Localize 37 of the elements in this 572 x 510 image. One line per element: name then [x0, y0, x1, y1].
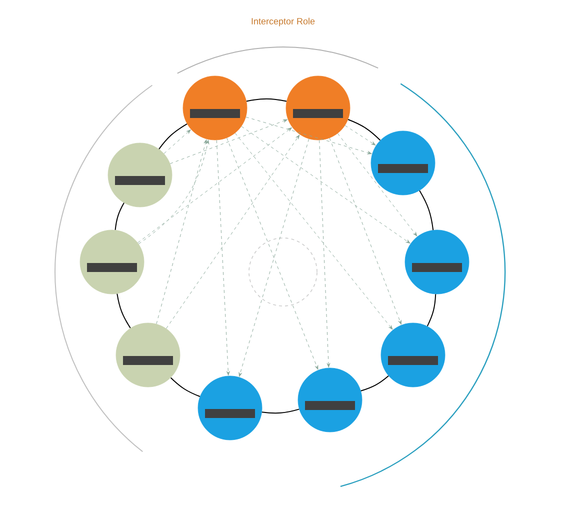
arrow: [170, 119, 288, 164]
arrow: [337, 133, 418, 236]
ring-line: [426, 294, 436, 327]
arrow: [166, 134, 300, 329]
arrow: [234, 132, 393, 330]
ring-line: [360, 375, 389, 392]
role-circle: [198, 376, 262, 440]
arrow: [156, 140, 207, 324]
arrow: [241, 126, 410, 244]
ring-line: [170, 377, 200, 398]
arrow: [138, 127, 292, 243]
role-circle: [80, 230, 144, 294]
role-circle: [370, 130, 436, 196]
role-circle: [116, 322, 180, 388]
role-circle: [286, 76, 350, 140]
role-circle: [182, 76, 248, 140]
arrow: [319, 140, 330, 368]
role-circle: [108, 142, 172, 208]
ring-line: [261, 408, 300, 414]
arrow: [246, 116, 372, 154]
ring-line: [158, 123, 188, 150]
arrow: [329, 138, 402, 325]
arrow: [216, 140, 230, 376]
role-circle: [380, 322, 446, 388]
arrow: [138, 140, 210, 244]
role-title: Interceptor Role: [252, 18, 315, 26]
role-circle: [404, 230, 470, 294]
ring-line: [114, 202, 124, 230]
ring-line: [246, 98, 287, 102]
ring-line: [348, 118, 381, 141]
arrow: [344, 125, 376, 146]
ring-line: [116, 293, 131, 329]
ring-line: [419, 190, 434, 231]
arrow: [238, 138, 310, 377]
arrow: [226, 138, 318, 370]
arrow: [164, 130, 191, 154]
role-circle: [298, 368, 362, 432]
